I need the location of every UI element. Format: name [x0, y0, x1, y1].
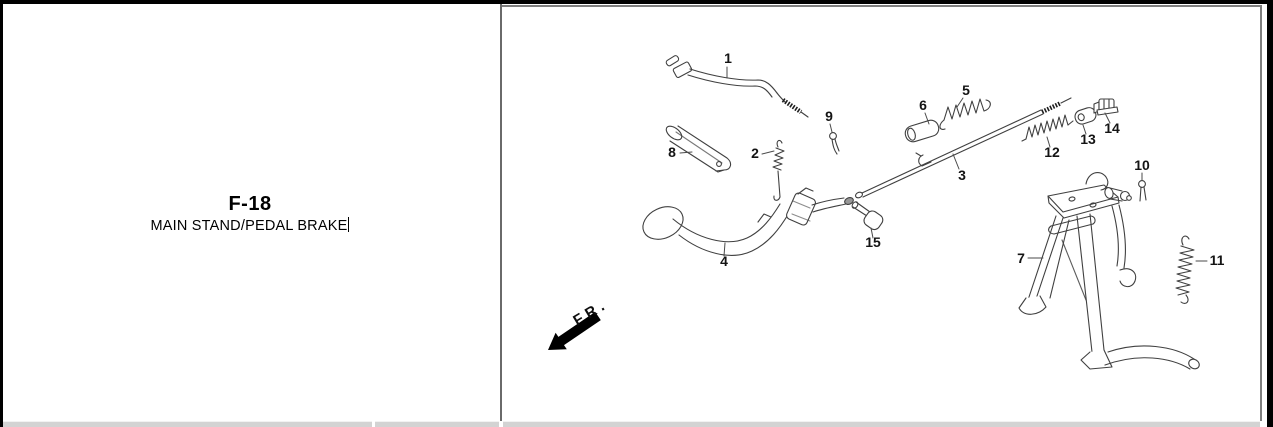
part-5-spring-illustration: [939, 98, 991, 130]
bottom-scrollbar-right[interactable]: [503, 421, 1260, 427]
part-13-joint-illustration: [1074, 107, 1097, 125]
leader-line-6: [924, 112, 930, 125]
page-code: F-18: [228, 193, 272, 215]
part-6-sleeve-illustration: [904, 119, 940, 143]
leader-line-14: [1104, 112, 1111, 124]
fr-arrow-icon: [548, 311, 601, 350]
text-cursor: [348, 217, 350, 232]
part-label-4: 4: [720, 253, 728, 269]
window-border-right: [1267, 0, 1273, 427]
bottom-scrollbar-middle[interactable]: [375, 421, 499, 427]
part-label-5: 5: [962, 82, 970, 98]
part-label-1: 1: [724, 50, 732, 66]
leader-line-15: [870, 227, 874, 239]
leader-line-13: [1082, 124, 1087, 135]
part-2-spring-illustration: [772, 139, 785, 201]
leader-line-5: [956, 97, 964, 108]
part-4-brake-pedal-illustration: [642, 187, 854, 256]
page-title-block: F-18 MAIN STAND/PEDAL BRAKE: [0, 193, 500, 236]
leader-line-12: [1046, 136, 1051, 148]
part-label-14: 14: [1104, 120, 1120, 136]
part-label-3: 3: [958, 167, 966, 183]
part-9-pin-illustration: [829, 132, 840, 155]
part-label-6: 6: [919, 97, 927, 113]
part-11-spring-illustration: [1175, 235, 1195, 304]
part-3-rod-illustration: [854, 97, 1072, 199]
fr-direction-indicator: [548, 311, 601, 350]
part-8-pedal-rubber-illustration: [665, 125, 732, 173]
part-label-12: 12: [1044, 144, 1060, 160]
part-7-main-stand-illustration: [1018, 171, 1200, 370]
page-title-text: MAIN STAND/PEDAL BRAKE: [150, 218, 348, 234]
part-15-bolt-illustration: [851, 201, 884, 231]
part-1-brake-rod-illustration: [665, 55, 809, 118]
leader-line-9: [829, 123, 833, 133]
part-label-10: 10: [1134, 157, 1150, 173]
leader-line-4: [723, 242, 726, 257]
window-border-left: [0, 0, 3, 427]
part-12-spring-illustration: [1021, 114, 1074, 142]
part-label-9: 9: [825, 108, 833, 124]
part-label-7: 7: [1017, 250, 1025, 266]
diagram-border-right: [1260, 5, 1262, 421]
bottom-scrollbar-left[interactable]: [3, 421, 372, 427]
panel-divider: [500, 4, 502, 421]
part-label-8: 8: [668, 144, 676, 160]
part-label-13: 13: [1080, 131, 1096, 147]
part-10-pin-illustration: [1138, 180, 1147, 202]
part-label-11: 11: [1210, 252, 1225, 268]
part-label-15: 15: [865, 234, 881, 250]
diagram-border-top: [502, 5, 1262, 7]
leader-line-2: [761, 150, 775, 155]
page-title-field[interactable]: MAIN STAND/PEDAL BRAKE: [0, 217, 500, 236]
window-border-top: [0, 0, 1273, 4]
part-14-adjuster-illustration: [1093, 98, 1119, 116]
leader-line-3: [952, 153, 960, 170]
part-label-2: 2: [751, 145, 759, 161]
leader-line-8: [679, 151, 693, 154]
